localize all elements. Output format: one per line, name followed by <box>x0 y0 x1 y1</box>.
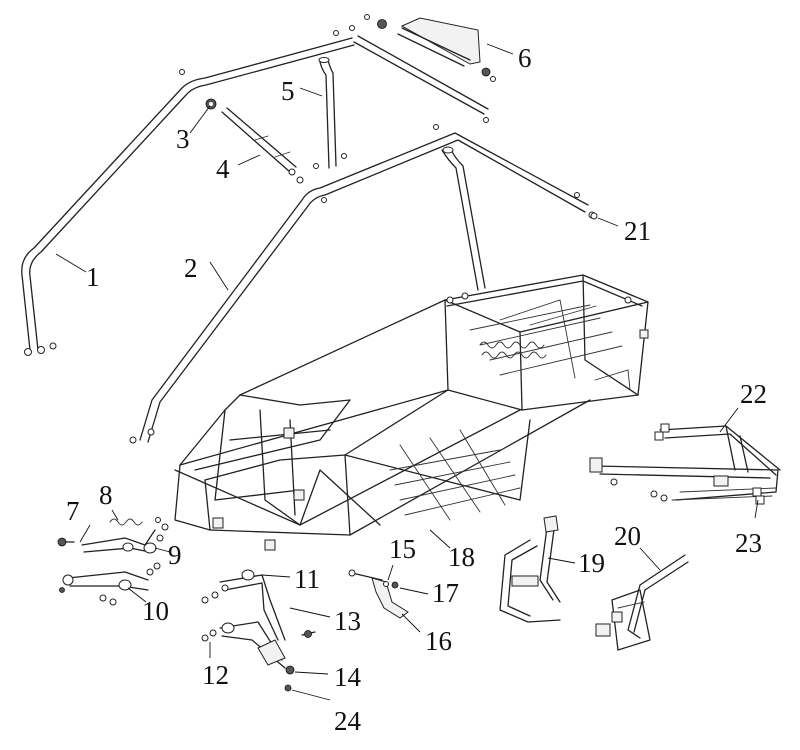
callout-8: 8 <box>99 480 113 510</box>
part-8-clip <box>109 518 143 526</box>
callout-21: 21 <box>624 216 651 246</box>
callout-3: 3 <box>176 124 190 154</box>
part-6-top-brace <box>349 14 496 123</box>
callout-2: 2 <box>184 253 198 283</box>
part-20-bracket <box>595 554 689 651</box>
part-11-upper-arm <box>201 569 286 641</box>
callout-20: 20 <box>614 521 641 551</box>
callout-9: 9 <box>168 540 182 570</box>
part-12-washers <box>201 629 217 642</box>
callout-23: 23 <box>735 528 762 558</box>
callout-17: 17 <box>432 578 459 608</box>
part-24-nut <box>284 684 292 692</box>
callout-7: 7 <box>66 496 80 526</box>
part-22-rear-bumper <box>589 423 781 502</box>
part-14-ball-joint <box>285 630 316 675</box>
callout-12: 12 <box>202 660 229 690</box>
part-9-upper-a-arm <box>81 517 169 554</box>
callout-4: 4 <box>216 154 230 184</box>
part-5-vertical-tube <box>313 57 347 169</box>
part-3-nut <box>205 98 217 110</box>
part-10-lower-a-arm <box>59 562 161 606</box>
callout-13: 13 <box>334 606 361 636</box>
part-17-nut <box>383 581 399 589</box>
callout-11: 11 <box>294 564 320 594</box>
callout-1: 1 <box>86 262 100 292</box>
part-7-ball-joint <box>57 537 75 547</box>
callout-5: 5 <box>281 76 295 106</box>
callout-16: 16 <box>425 626 452 656</box>
part-23-bushings <box>752 487 765 505</box>
leader-lines <box>55 43 759 701</box>
part-1-front-roll-bar <box>21 30 355 356</box>
part-19-bracket <box>499 515 561 623</box>
part-16-bracket <box>371 577 409 619</box>
part-15-bolt <box>348 569 383 581</box>
callout-10: 10 <box>142 596 169 626</box>
callout-14: 14 <box>334 662 362 692</box>
part-21-washer <box>590 212 598 220</box>
callout-6: 6 <box>518 43 532 73</box>
callout-15: 15 <box>389 534 416 564</box>
main-chassis-frame <box>174 274 649 551</box>
callout-22: 22 <box>740 379 767 409</box>
callout-19: 19 <box>578 548 605 578</box>
callout-18: 18 <box>448 542 475 572</box>
callout-24: 24 <box>334 706 362 736</box>
part-4-cross-brace <box>221 107 304 184</box>
part-2-roll-cage <box>129 124 596 444</box>
part-13-lower-arm <box>219 621 286 669</box>
callout-labels: 1 2 3 4 5 6 7 8 9 10 11 12 13 14 15 16 1… <box>66 43 767 736</box>
